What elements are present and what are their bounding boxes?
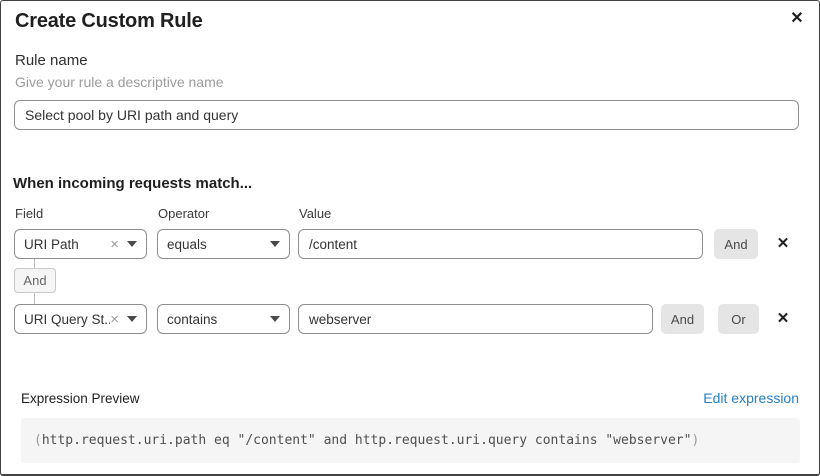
expression-close-paren: )	[691, 433, 700, 448]
chevron-down-icon	[270, 241, 280, 247]
clear-icon[interactable]: ×	[110, 235, 119, 253]
expression-preview-code: (http.request.uri.path eq "/content" and…	[21, 418, 800, 463]
remove-row-icon: ✕	[776, 235, 790, 252]
edit-expression-link[interactable]: Edit expression	[703, 390, 799, 406]
expression-open-paren: (	[34, 433, 42, 448]
close-button[interactable]: ✕	[785, 7, 809, 31]
expression-preview-label: Expression Preview	[21, 391, 140, 406]
remove-row1-button[interactable]: ✕	[772, 233, 794, 255]
expression-body: http.request.uri.path eq "/content" and …	[41, 433, 692, 448]
operator-select-row2-value: contains	[167, 311, 218, 327]
or-button-row2[interactable]: Or	[718, 304, 759, 334]
value-column-label: Value	[299, 206, 332, 221]
value-input-row1[interactable]	[298, 229, 703, 259]
clear-icon[interactable]: ×	[110, 310, 119, 328]
field-select-row2[interactable]: URI Query St... ×	[14, 304, 147, 334]
chevron-down-icon	[127, 241, 137, 247]
operator-select-row1-value: equals	[167, 236, 207, 252]
remove-row2-button[interactable]: ✕	[772, 308, 794, 330]
rule-name-input[interactable]	[14, 100, 799, 130]
value-input-row2[interactable]	[298, 304, 653, 334]
field-select-row2-value: URI Query St...	[24, 311, 111, 327]
operator-column-label: Operator	[158, 206, 210, 221]
operator-select-row1[interactable]: equals	[157, 229, 290, 259]
operator-select-row2[interactable]: contains	[157, 304, 290, 334]
field-select-row1-value: URI Path	[24, 236, 79, 252]
and-button-row1[interactable]: And	[714, 229, 758, 259]
chevron-down-icon	[127, 316, 137, 322]
chevron-down-icon	[270, 316, 280, 322]
dialog-title: Create Custom Rule	[15, 10, 203, 32]
rule-name-hint: Give your rule a descriptive name	[15, 74, 224, 90]
field-select-row1[interactable]: URI Path ×	[14, 229, 147, 259]
field-column-label: Field	[15, 206, 44, 221]
close-icon: ✕	[790, 10, 804, 27]
and-button-row2[interactable]: And	[661, 304, 704, 334]
remove-row-icon: ✕	[776, 310, 790, 327]
match-section-heading: When incoming requests match...	[13, 175, 253, 192]
rule-name-label: Rule name	[15, 52, 88, 69]
and-connector-chip: And	[14, 268, 56, 293]
